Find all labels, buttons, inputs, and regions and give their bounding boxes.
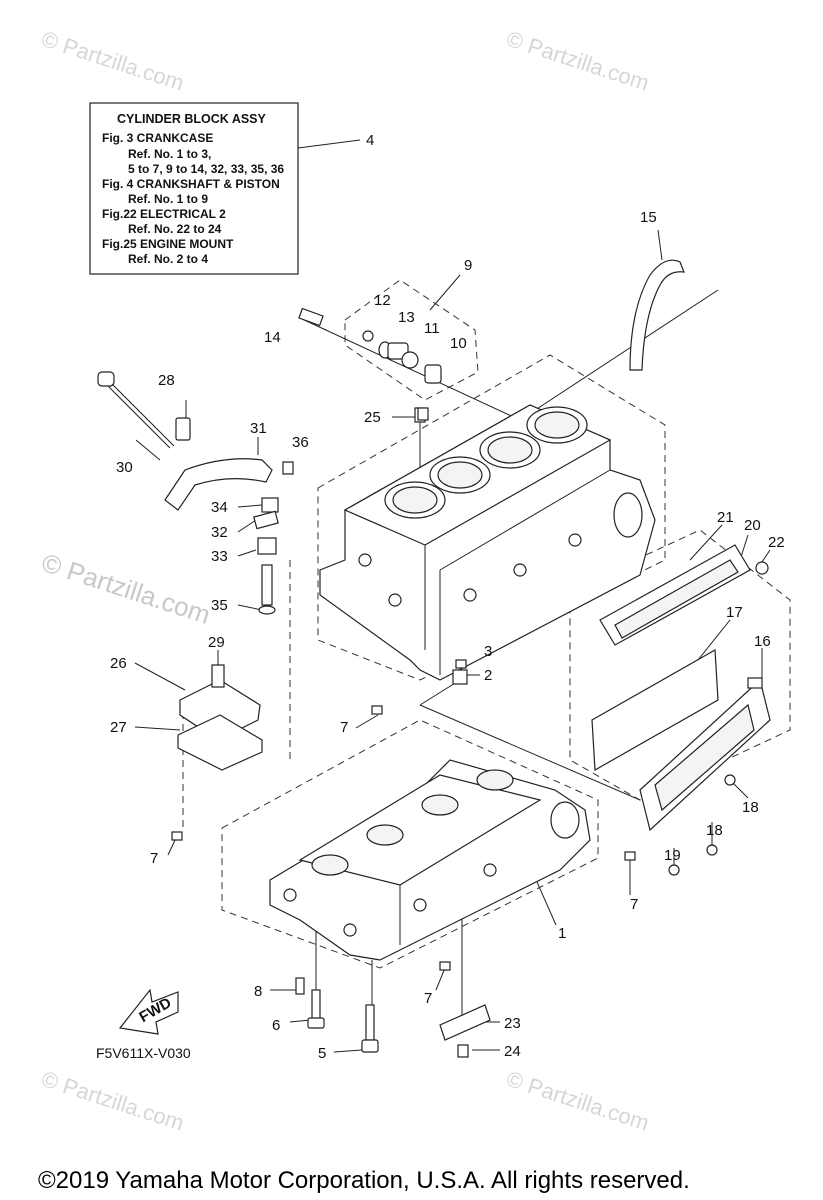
callout-25: 25 — [364, 409, 381, 426]
callout-7: 7 — [340, 719, 348, 736]
callout-14: 14 — [264, 329, 281, 346]
callout-3: 3 — [484, 643, 492, 660]
callout-20: 20 — [744, 517, 761, 534]
callout-26: 26 — [110, 655, 127, 672]
callout-15: 15 — [640, 209, 657, 226]
reference-line: Fig.22 ELECTRICAL 2 — [102, 207, 226, 221]
diagram-code: F5V611X-V030 — [96, 1045, 191, 1061]
water-hose — [629, 259, 685, 371]
callout-11: 11 — [424, 320, 440, 337]
copyright-notice: ©2019 Yamaha Motor Corporation, U.S.A. A… — [38, 1167, 690, 1194]
callout-19: 19 — [664, 847, 681, 864]
callout-21: 21 — [717, 509, 734, 526]
watermark-text: © Partzilla.com — [503, 26, 652, 96]
callout-33: 33 — [211, 548, 228, 565]
callout-2: 2 — [484, 667, 492, 684]
exhaust-manifold — [599, 544, 769, 646]
bottom-parts — [171, 407, 636, 1058]
callout-16: 16 — [754, 633, 771, 650]
callout-32: 32 — [211, 524, 228, 541]
fwd-arrow: FWD — [118, 988, 179, 1035]
thermostat-group — [298, 307, 442, 423]
callout-13: 13 — [398, 309, 415, 326]
reference-line: Fig. 4 CRANKSHAFT & PISTON — [102, 177, 280, 191]
callout-10: 10 — [450, 335, 467, 352]
callout-9: 9 — [464, 257, 472, 274]
callout-27: 27 — [110, 719, 127, 736]
callout-23: 23 — [504, 1015, 521, 1032]
reference-line: Ref. No. 2 to 4 — [128, 252, 208, 266]
callout-6: 6 — [272, 1017, 280, 1034]
callout-1: 1 — [558, 925, 566, 942]
callout-18: 18 — [706, 822, 723, 839]
reference-box: CYLINDER BLOCK ASSY Fig. 3 CRANKCASE Ref… — [89, 102, 361, 275]
reference-box-title: CYLINDER BLOCK ASSY — [117, 112, 267, 126]
assembly-dashed-lines — [182, 279, 791, 969]
reference-line: Fig.25 ENGINE MOUNT — [102, 237, 234, 251]
callout-7: 7 — [424, 990, 432, 1007]
crankcase — [269, 759, 591, 961]
cylinder-block — [319, 404, 656, 681]
oil-level-parts — [97, 371, 294, 771]
callout-22: 22 — [768, 534, 785, 551]
callout-4: 4 — [366, 132, 374, 149]
reference-line: Ref. No. 1 to 3, — [128, 147, 211, 161]
reference-line: Ref. No. 22 to 24 — [128, 222, 222, 236]
callout-28: 28 — [158, 372, 175, 389]
watermark-text: © Partzilla.com — [503, 1066, 652, 1136]
callout-24: 24 — [504, 1043, 521, 1060]
callout-29: 29 — [208, 634, 225, 651]
callout-18: 18 — [742, 799, 759, 816]
callout-7: 7 — [150, 850, 158, 867]
watermark-text: © Partzilla.com — [38, 547, 214, 630]
reference-line: 5 to 7, 9 to 14, 32, 33, 35, 36 — [128, 162, 284, 176]
reference-line: Ref. No. 1 to 9 — [128, 192, 208, 206]
callout-34: 34 — [211, 499, 228, 516]
watermark-text: © Partzilla.com — [38, 1066, 187, 1136]
reference-line: Fig. 3 CRANKCASE — [102, 131, 213, 145]
callout-31: 31 — [250, 420, 267, 437]
callout-7: 7 — [630, 896, 638, 913]
callout-30: 30 — [116, 459, 133, 476]
callout-numbers: 4 15 9 12 13 11 10 14 28 25 31 36 30 34 … — [110, 132, 785, 1062]
callout-36: 36 — [292, 434, 309, 451]
callout-12: 12 — [374, 292, 391, 309]
side-cover-assembly — [591, 649, 771, 876]
watermark-text: © Partzilla.com — [38, 26, 187, 96]
callout-5: 5 — [318, 1045, 326, 1062]
callout-17: 17 — [726, 604, 743, 621]
callout-35: 35 — [211, 597, 228, 614]
callout-8: 8 — [254, 983, 262, 1000]
